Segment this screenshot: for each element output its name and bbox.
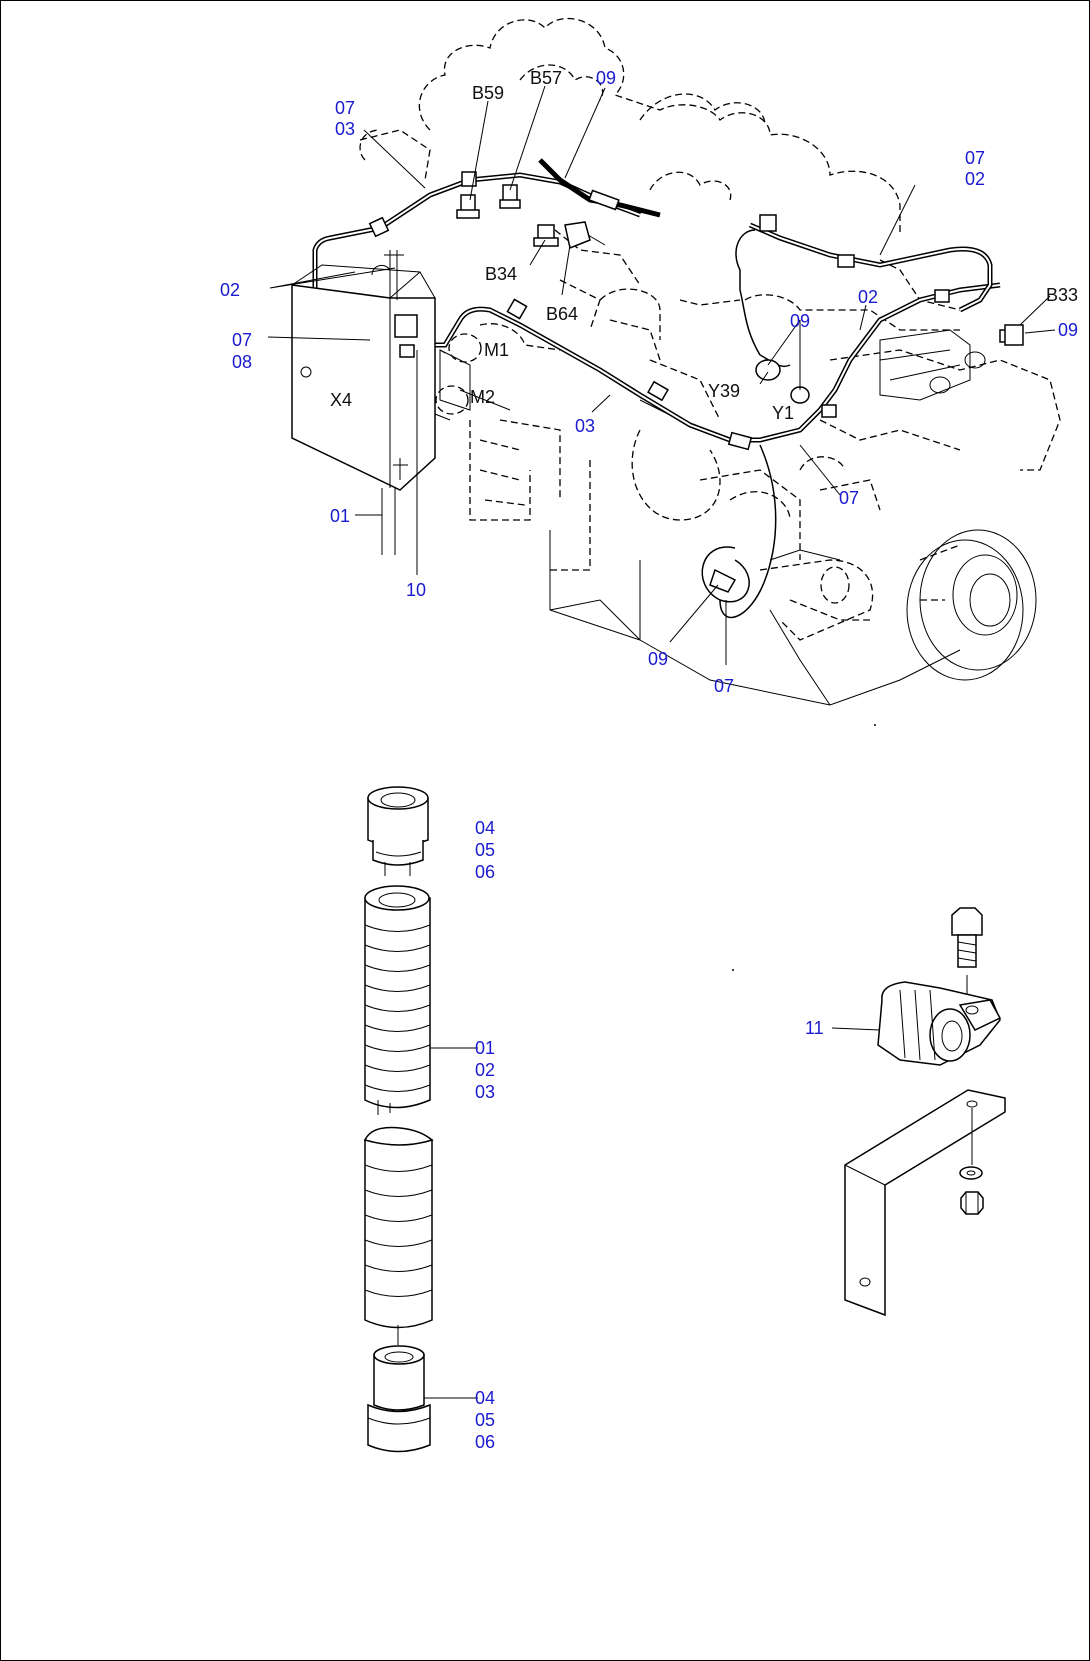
label-09-right: 09 (1058, 320, 1078, 340)
label-b64: B64 (546, 304, 578, 324)
leader-lines-top (267, 85, 1056, 665)
label-11: 11 (805, 1018, 824, 1038)
label-02-mid: 02 (475, 1060, 495, 1080)
label-y39: Y39 (708, 381, 740, 401)
leader-line-11 (831, 1027, 881, 1031)
label-y1: Y1 (772, 403, 794, 423)
hose-segment-upper (364, 885, 431, 1115)
label-02-hose: 02 (858, 287, 878, 307)
label-m1: M1 (484, 340, 509, 360)
label-b34: B34 (485, 264, 517, 284)
label-09-top: 09 (596, 68, 616, 88)
hose-loop-clip (701, 546, 750, 603)
label-b59: B59 (472, 83, 504, 103)
hose-segment-lower (363, 1126, 434, 1329)
leader-lines-hose (424, 1047, 478, 1399)
clamp-11 (877, 981, 1002, 1066)
label-09-bottom: 09 (648, 649, 668, 669)
valve-y39-y1 (755, 329, 986, 404)
label-07-bottom: 07 (714, 676, 734, 696)
starter-motor (759, 549, 874, 641)
label-07-hose: 07 (839, 488, 859, 508)
label-05-top: 05 (475, 840, 495, 860)
label-10: 10 (406, 580, 426, 600)
label-02-right: 02 (965, 169, 985, 189)
sensor-b34 (533, 224, 559, 247)
tank-x4 (291, 250, 436, 555)
label-01-tank: 01 (330, 506, 350, 526)
label-b33: B33 (1046, 285, 1078, 305)
label-06-top: 06 (475, 862, 495, 882)
label-x4: X4 (330, 390, 352, 410)
label-02-left: 02 (220, 280, 240, 300)
label-07-top: 07 (335, 98, 355, 118)
label-01-mid: 01 (475, 1038, 495, 1058)
part-labels: 07 03 07 02 02 07 08 02 09 09 09 09 03 0… (220, 68, 1078, 1452)
label-03-mid: 03 (475, 1082, 495, 1102)
bolt (951, 907, 983, 1005)
label-03-hose: 03 (575, 416, 595, 436)
label-m2: M2 (470, 387, 495, 407)
label-b57: B57 (530, 68, 562, 88)
label-09-valve: 09 (790, 311, 810, 331)
label-06-bot: 06 (475, 1432, 495, 1452)
sensor-b64 (564, 221, 606, 250)
label-07-right: 07 (965, 148, 985, 168)
motor-m1 (448, 333, 482, 363)
bracket (844, 1089, 1006, 1317)
label-04-bot: 04 (475, 1388, 495, 1408)
sensor-b57 (499, 184, 521, 209)
engine-block (399, 349, 961, 706)
sensor-b33 (1004, 324, 1024, 346)
label-04-top: 04 (475, 818, 495, 838)
label-05-bot: 05 (475, 1410, 495, 1430)
hose-lines (312, 158, 1001, 619)
washer-nut (959, 1166, 984, 1215)
label-08-tank: 08 (232, 352, 252, 372)
crank-pulley (906, 529, 1037, 681)
coupling-bottom (367, 1325, 431, 1453)
label-03-top: 03 (335, 119, 355, 139)
sensor-b59 (456, 194, 480, 219)
motor-m2 (435, 385, 469, 415)
label-07-tank: 07 (232, 330, 252, 350)
engine-outline (359, 17, 1061, 571)
component-labels: B59 B57 B34 B64 B33 X4 M1 M2 Y39 Y1 (330, 68, 1078, 423)
coupling-top (367, 786, 429, 876)
